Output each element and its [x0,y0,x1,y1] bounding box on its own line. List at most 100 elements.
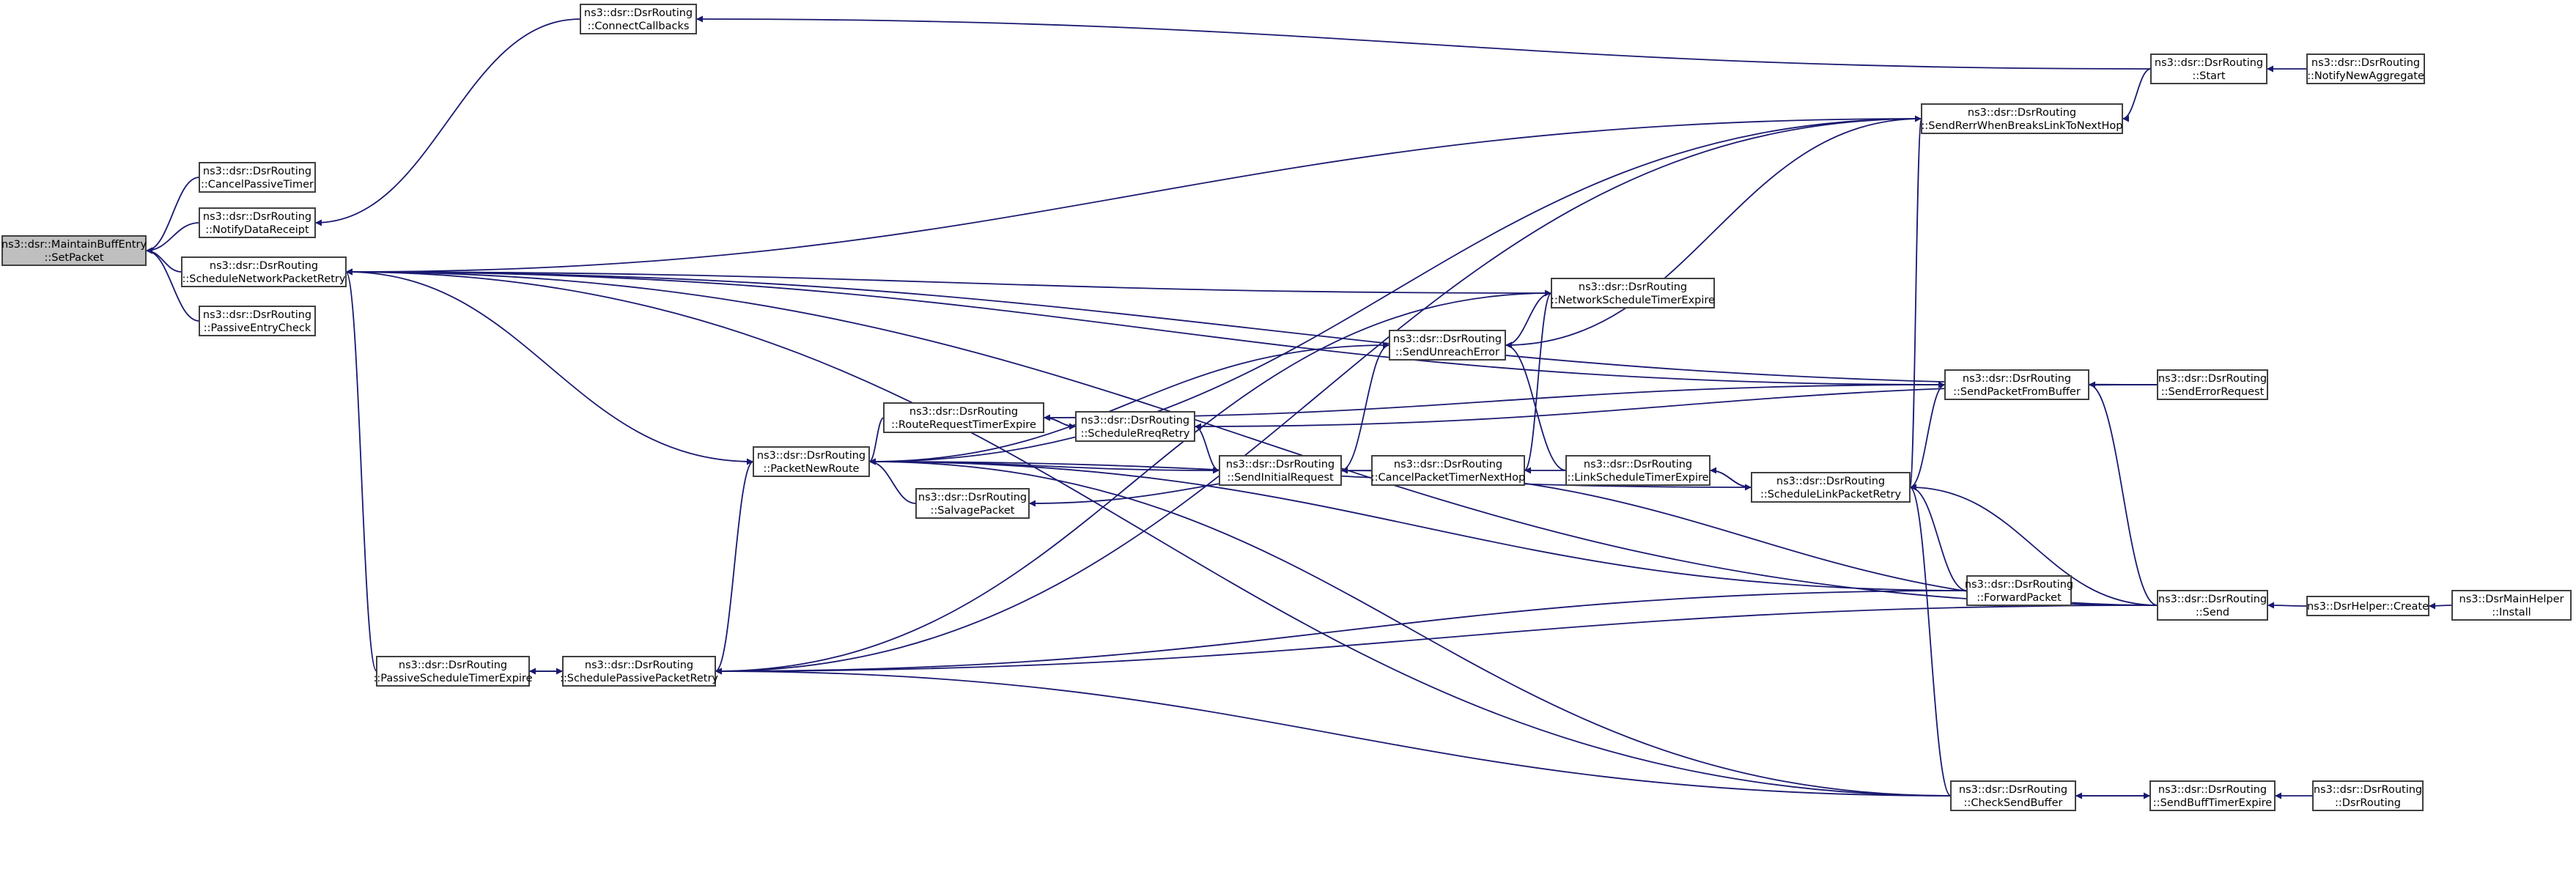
node-box [1551,278,1715,308]
node-label: ::SendPacketFromBuffer [1953,386,2081,398]
edge-senderr-to-schedpassive [715,118,1922,675]
node-box [1950,780,2076,811]
node-box [1371,455,1525,486]
node-errreq[interactable]: ns3::dsr::DsrRouting::SendErrorRequest [2157,369,2268,400]
node-label: ns3::dsr::DsrRouting [1394,459,1502,470]
node-notifynew[interactable]: ns3::dsr::DsrRouting::NotifyNewAggregate [2306,53,2425,84]
edge-send-to-schednet [345,268,2158,606]
node-label: ::SendInitialRequest [1227,472,1334,484]
edge-unreach-to-newroute [868,344,1390,465]
node-senderr[interactable]: ns3::dsr::DsrRouting::SendRerrWhenBreaks… [1921,103,2123,134]
node-label: ::SchedulePassivePacketRetry [560,673,718,684]
node-schedpassive[interactable]: ns3::dsr::DsrRouting::SchedulePassivePac… [560,656,718,687]
node-label: ::NotifyNewAggregate [2307,70,2424,82]
node-ctor[interactable]: ns3::dsr::DsrRouting::DsrRouting [2312,780,2424,811]
node-label: ns3::dsr::DsrRouting [1965,579,2073,591]
node-box [580,4,697,34]
node-label: ns3::dsr::DsrRouting [909,406,1018,418]
edge-checkbuf-to-schednet [345,268,1952,797]
edge-initreq-to-unreach [1340,341,1390,471]
node-label: ns3::dsr::DsrRouting [1226,459,1335,470]
node-initreq[interactable]: ns3::dsr::DsrRouting::SendInitialRequest [1219,455,1342,486]
edge-checkbuf-to-schedlink [1909,484,1952,797]
node-box [1944,369,2089,400]
node-setpacket[interactable]: ns3::dsr::MaintainBuffEntry::SetPacket [1,235,147,266]
node-salvage[interactable]: ns3::dsr::DsrRouting::SalvagePacket [915,488,1030,519]
node-checkbuf[interactable]: ns3::dsr::DsrRouting::CheckSendBuffer [1950,780,2076,811]
node-label: ns3::dsr::DsrRouting [210,260,318,272]
node-schedlink[interactable]: ns3::dsr::DsrRouting::ScheduleLinkPacket… [1751,472,1911,503]
node-send[interactable]: ns3::dsr::DsrRouting::Send [2157,590,2268,621]
node-netsched[interactable]: ns3::dsr::DsrRouting::NetworkScheduleTim… [1551,278,1715,308]
node-label: ::LinkScheduleTimerExpire [1567,472,1708,484]
node-label: ns3::dsr::DsrRouting [203,211,311,223]
node-notifydata[interactable]: ns3::dsr::DsrRouting::NotifyDataReceipt [199,207,316,238]
edge-send-to-schedpassive [715,605,2158,675]
node-cancelpassive[interactable]: ns3::dsr::DsrRouting::CancelPassiveTimer [199,162,316,193]
node-label: ns3::dsr::DsrRouting [1968,107,2076,119]
edge-install-to-helpercreate [2428,602,2453,610]
node-connect[interactable]: ns3::dsr::DsrRouting::ConnectCallbacks [580,4,697,34]
node-label: ::ScheduleLinkPacketRetry [1760,489,1902,500]
edge-checkbuf-to-schedpassive [715,668,1952,797]
node-label: ::SendErrorRequest [2161,386,2265,398]
node-label: ::ScheduleNetworkPacketRetry [182,273,346,285]
node-box [562,656,716,687]
node-label: ::PacketNewRoute [764,463,860,475]
edge-passiveentry-to-setpacket [145,247,200,322]
node-label: ::RouteRequestTimerExpire [891,419,1036,431]
node-passiveentry[interactable]: ns3::dsr::DsrRouting::PassiveEntryCheck [199,306,316,336]
node-linksched[interactable]: ns3::dsr::DsrRouting::LinkScheduleTimerE… [1565,455,1710,486]
node-newroute[interactable]: ns3::dsr::DsrRouting::PacketNewRoute [753,446,870,477]
node-box [1219,455,1342,486]
node-box [2306,53,2425,84]
node-box [2157,369,2268,400]
edge-start-to-senderr [2122,68,2152,122]
edge-linksched-to-schedlink [1709,470,1752,491]
node-box [1,235,147,266]
edge-schedpassive-to-newroute [715,458,754,672]
node-box [753,446,870,477]
node-label: ::PassiveEntryCheck [204,322,311,334]
node-label: ::CheckSendBuffer [1964,797,2063,809]
node-label: ns3::dsr::DsrRouting [1393,333,1502,345]
edge-forward-to-newroute [868,458,1968,591]
edge-connect-to-notifydata [314,18,581,226]
edge-cancelnext-to-netsched [1524,289,1552,471]
node-label: ns3::dsr::DsrRouting [399,659,507,671]
node-label: ns3::dsr::MaintainBuffEntry [1,239,147,251]
node-label: ::PassiveScheduleTimerExpire [373,673,532,684]
edge-senderr-to-newroute [868,118,1922,465]
node-box [376,656,530,687]
node-fromnuffer[interactable]: ns3::dsr::DsrRouting::SendPacketFromBuff… [1944,369,2089,400]
edge-start-to-connect [695,15,2152,70]
node-helpercreate[interactable]: ns3::DsrHelper::Create [2306,596,2429,616]
node-label: ns3::dsr::DsrRouting [1081,415,1189,426]
node-schednet[interactable]: ns3::dsr::DsrRouting::ScheduleNetworkPac… [181,256,347,287]
node-install[interactable]: ns3::DsrMainHelper::Install [2451,590,2572,621]
node-unreach[interactable]: ns3::dsr::DsrRouting::SendUnreachError [1389,330,1506,361]
edge-schednet-to-setpacket [145,247,182,273]
node-label: ::ForwardPacket [1977,592,2062,604]
node-forward[interactable]: ns3::dsr::DsrRouting::ForwardPacket [1965,575,2073,606]
node-bufftimer[interactable]: ns3::dsr::DsrRouting::SendBuffTimerExpir… [2149,780,2276,811]
edge-rreqtimer-to-newroute [868,417,885,465]
node-passivesched[interactable]: ns3::dsr::DsrRouting::PassiveScheduleTim… [373,656,533,687]
node-box [1966,575,2072,606]
node-cancelnext[interactable]: ns3::dsr::DsrRouting::CancelPacketTimerN… [1371,455,1526,486]
edge-checkbuf-to-newroute [868,458,1952,797]
node-label: ::Send [2196,607,2229,618]
edge-errreq-to-schednet [345,268,2158,385]
node-label: ::Install [2492,607,2531,618]
edge-senderr-to-schednet [345,118,1922,276]
node-label: ns3::dsr::DsrRouting [1584,459,1692,470]
edge-fromnuffer-to-schednet [345,268,1946,385]
edge-netsched-to-schednet [345,268,1552,294]
node-label: ns3::dsr::DsrRouting [584,7,693,19]
node-box [2149,780,2276,811]
node-label: ::Start [2192,70,2226,82]
node-start[interactable]: ns3::dsr::DsrRouting::Start [2150,53,2267,84]
node-rreqtimer[interactable]: ns3::dsr::DsrRouting::RouteRequestTimerE… [883,402,1044,433]
node-schedreq[interactable]: ns3::dsr::DsrRouting::ScheduleRreqRetry [1075,411,1195,442]
edge-cancelpassive-to-setpacket [145,177,200,254]
